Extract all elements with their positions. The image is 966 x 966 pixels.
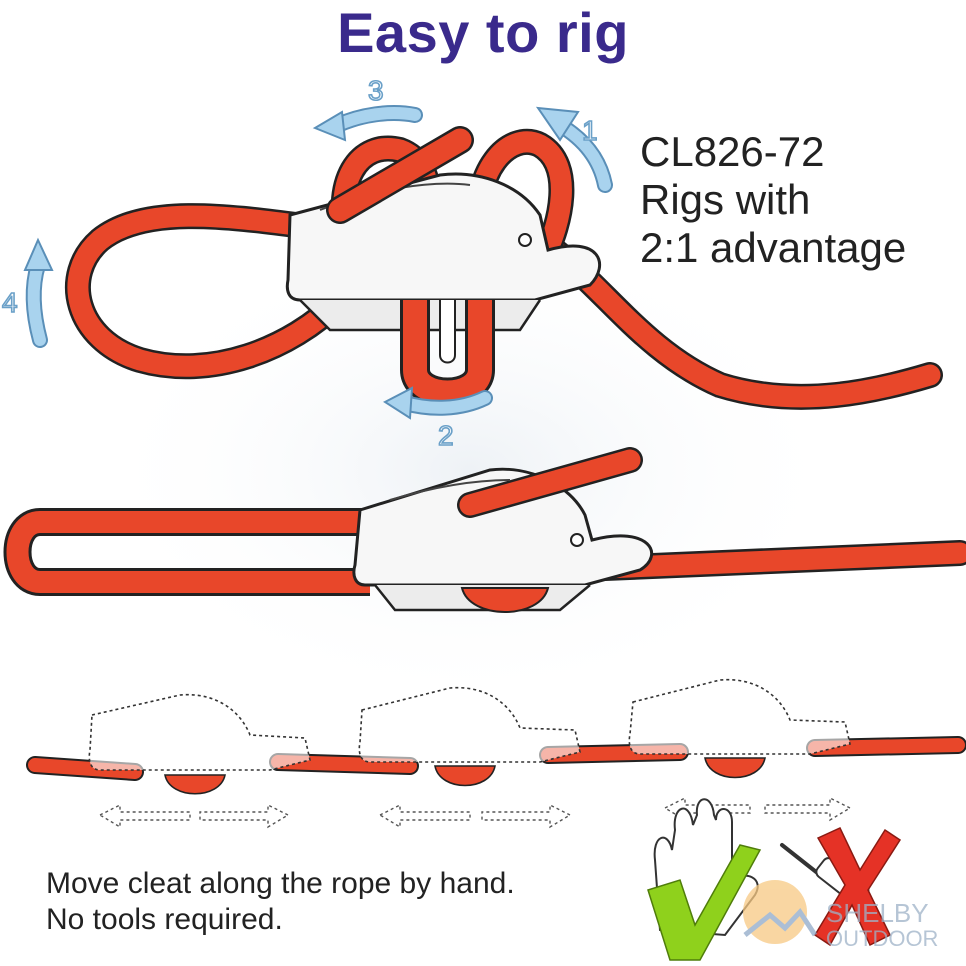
- slide-arrow-3-left: [663, 796, 751, 822]
- arrow-2-shaft: [399, 392, 491, 414]
- step-arrow-3: 3: [312, 74, 423, 142]
- product-line-2: Rigs with: [640, 176, 811, 223]
- sliding-cleats-illustration: [26, 678, 966, 829]
- step-number-1: 1: [582, 115, 598, 146]
- rigging-step-illustration: 1 2 3 4: [1, 74, 943, 452]
- arrow-3-shaft: [332, 107, 421, 131]
- arrow-1-head: [535, 106, 580, 142]
- step-arrow-4: 4: [1, 237, 54, 348]
- arrow-2-head: [383, 386, 414, 420]
- step-number-3: 3: [368, 75, 384, 106]
- cleat-groove-middle: [389, 479, 511, 501]
- rope-long-loop: [6, 511, 370, 593]
- dashed-cleat-2-outline: [358, 686, 581, 763]
- dashed-cleat-3-outline: [628, 678, 851, 755]
- slide-arrow-2-left: [378, 803, 471, 829]
- product-spec: CL826-72 Rigs with 2:1 advantage: [640, 128, 906, 272]
- slide-arrow-1-right: [199, 803, 290, 829]
- rope-end-top: [328, 128, 472, 222]
- logo-mountain-icon: [743, 907, 818, 937]
- rope-under-cleat-middle: [460, 587, 550, 613]
- cleat-u-slot: [439, 300, 456, 364]
- watermark-logo: SHELBY OUTDOOR: [743, 880, 938, 951]
- dashed-cleat-2: [358, 686, 581, 829]
- dashed-cleat-1-outline: [88, 693, 311, 771]
- step-number-4: 4: [2, 287, 18, 318]
- instruction-line-1: Move cleat along the rope by hand.: [46, 867, 515, 900]
- check-mark-icon: [647, 844, 762, 961]
- slide-arrow-1-left: [98, 803, 191, 829]
- step-number-2: 2: [438, 420, 454, 451]
- dashed-cleat-3-rope: [704, 757, 766, 779]
- arrow-4-shaft: [27, 259, 46, 346]
- page-title: Easy to rig: [337, 1, 629, 64]
- logo-sun-icon: [743, 880, 807, 944]
- screwdriver-shaft: [780, 843, 822, 877]
- rope-left-loop: [67, 205, 351, 377]
- slide-arrow-2-right: [481, 803, 572, 829]
- arrow-4-head: [23, 237, 54, 271]
- rope-u-loop: [403, 300, 492, 405]
- step-arrow-1: 1: [535, 106, 613, 193]
- arrow-3-head: [312, 110, 347, 142]
- step-arrow-2: 2: [383, 386, 493, 452]
- rigged-cleat-illustration: [3, 447, 966, 613]
- slide-arrow-3-right: [764, 796, 852, 822]
- rope-seg-1: [28, 758, 142, 779]
- dashed-cleat-1-rope: [164, 774, 226, 795]
- cleat-pin-middle: [570, 533, 584, 547]
- instructions: Move cleat along the rope by hand. No to…: [46, 866, 515, 938]
- instruction-line-2: No tools required.: [46, 903, 283, 936]
- rope-end-middle: [459, 449, 641, 516]
- rope-right-run: [594, 542, 966, 579]
- dashed-cleat-2-rope: [434, 765, 496, 787]
- logo-text-line2: OUTDOOR: [826, 926, 938, 951]
- logo-text-line1: SHELBY: [826, 898, 929, 928]
- product-code: CL826-72: [640, 128, 825, 175]
- check-mark-shape: [647, 844, 762, 961]
- cleat-pin-top: [518, 233, 532, 247]
- dashed-cleat-3: [628, 678, 852, 822]
- dashed-cleat-1: [88, 693, 311, 829]
- product-line-3: 2:1 advantage: [640, 224, 907, 271]
